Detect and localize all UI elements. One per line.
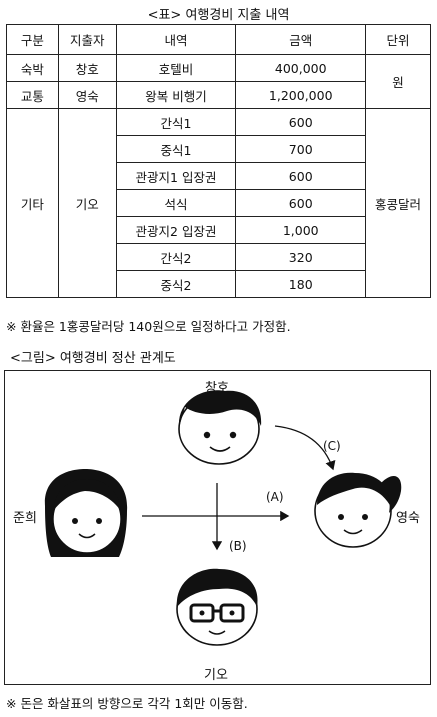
cell-amount: 1,000 xyxy=(235,216,367,244)
arrow-b-label: (B) xyxy=(229,539,247,553)
arrow-a-label: (A) xyxy=(266,490,284,504)
changho-face-icon xyxy=(178,390,262,465)
cell-amount: 600 xyxy=(235,108,367,136)
label-gio: 기오 xyxy=(204,668,228,683)
header-amount: 금액 xyxy=(235,24,367,55)
gio-face-icon xyxy=(176,568,258,646)
cell-category: 교통 xyxy=(6,81,59,109)
table-row: 숙박 창호 호텔비 400,000 원 xyxy=(6,54,431,109)
header-payer: 지출자 xyxy=(57,24,117,55)
table-header-row: 구분 지출자 내역 금액 단위 xyxy=(6,24,431,55)
cell-unit-hkd: 홍콩달러 xyxy=(365,108,431,298)
table-row: 석식 600 xyxy=(7,189,431,217)
cell-category: 숙박 xyxy=(6,54,59,82)
cell-item: 중식2 xyxy=(115,270,237,298)
table-row: 관광지2 입장권 1,000 xyxy=(7,216,431,244)
cell-unit-won: 원 xyxy=(365,54,431,109)
label-yeongsuk: 영숙 xyxy=(396,511,420,526)
cell-item: 호텔비 xyxy=(115,54,237,82)
figure-note: ※ 돈은 화살표의 방향으로 각각 1회만 이동함. xyxy=(6,696,248,711)
cell-amount: 700 xyxy=(235,135,367,163)
settlement-diagram: 창호 준희 영숙 기오 (A) (B) (C) xyxy=(4,370,431,685)
table-row: 관광지1 입장권 600 xyxy=(7,162,431,190)
cell-amount: 320 xyxy=(235,243,367,271)
table-row: 간식2 320 xyxy=(7,243,431,271)
header-item: 내역 xyxy=(115,24,237,55)
table-note: ※ 환율은 1홍콩달러당 140원으로 일정하다고 가정함. xyxy=(6,319,291,334)
diagram-canvas xyxy=(44,390,402,646)
cell-item: 간식1 xyxy=(115,108,237,136)
cell-item: 관광지1 입장권 xyxy=(115,162,237,190)
cell-payer: 창호 xyxy=(57,54,117,82)
table-row: 중식2 180 xyxy=(7,270,431,298)
cell-item: 왕복 비행기 xyxy=(115,81,237,109)
junhee-face-icon xyxy=(44,469,128,557)
cell-amount: 1,200,000 xyxy=(235,81,367,109)
arrow-c xyxy=(274,425,336,471)
expense-table: 구분 지출자 내역 금액 단위 숙박 창호 호텔비 400,000 원 교통 영… xyxy=(6,24,431,298)
cell-amount: 600 xyxy=(235,189,367,217)
arrow-c-label: (C) xyxy=(323,439,341,453)
label-junhee: 준희 xyxy=(13,511,37,526)
header-category: 구분 xyxy=(6,24,59,55)
label-changho: 창호 xyxy=(205,381,229,396)
cell-item: 중식1 xyxy=(115,135,237,163)
cell-category: 기타 xyxy=(6,108,59,298)
table-row: 중식1 700 xyxy=(7,135,431,163)
figure-caption: <그림> 여행경비 정산 관계도 xyxy=(10,351,176,366)
cell-amount: 600 xyxy=(235,162,367,190)
cell-amount: 180 xyxy=(235,270,367,298)
cell-item: 석식 xyxy=(115,189,237,217)
cell-item: 관광지2 입장권 xyxy=(115,216,237,244)
table-row: 교통 영숙 왕복 비행기 1,200,000 xyxy=(6,81,431,109)
table-row: 기타 기오 간식1 600 홍콩달러 xyxy=(6,108,431,298)
yeongsuk-face-icon xyxy=(314,472,402,548)
cell-payer: 기오 xyxy=(57,108,117,298)
cell-item: 간식2 xyxy=(115,243,237,271)
header-unit: 단위 xyxy=(365,24,431,55)
table-caption: <표> 여행경비 지출 내역 xyxy=(147,8,290,23)
cell-amount: 400,000 xyxy=(235,54,367,82)
cell-payer: 영숙 xyxy=(57,81,117,109)
